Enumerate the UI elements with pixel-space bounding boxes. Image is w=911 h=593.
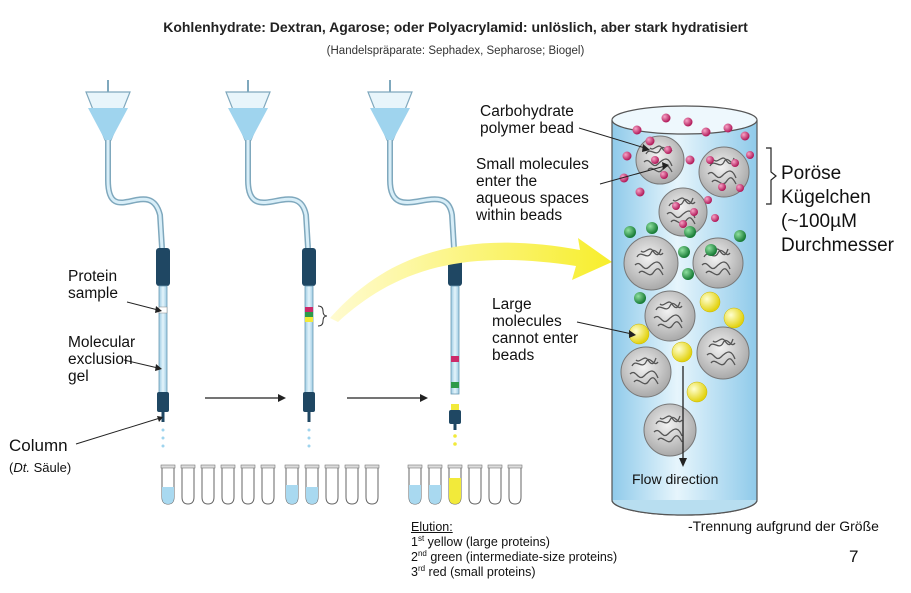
elution-heading: Elution: (411, 520, 453, 534)
tube-rack-2 (284, 464, 380, 505)
column-2 (225, 79, 328, 448)
pointer-arrowheads (155, 144, 669, 422)
label-large-molecules: Large molecules cannot enter beads (492, 296, 579, 364)
process-arrow-2 (347, 394, 428, 402)
large-molecules (628, 291, 745, 403)
column-1 (85, 79, 170, 448)
pointer-lines (75, 127, 666, 445)
tube-rack-3 (407, 464, 523, 505)
column-3 (367, 79, 462, 446)
page-number: 7 (849, 547, 859, 566)
small-molecules (619, 113, 754, 228)
elution-item: 3rd red (small proteins) (411, 563, 536, 579)
process-arrow-1 (205, 394, 286, 402)
page-title: Kohlenhydrate: Dextran, Agarose; oder Po… (163, 19, 748, 35)
label-carbohydrate-bead: Carbohydrate polymer bead (480, 103, 574, 137)
porous-beads (620, 135, 750, 457)
label-column: Column (9, 436, 68, 455)
elution-item: 2nd green (intermediate-size proteins) (411, 548, 618, 564)
separation-note: -Trennung aufgrund der Größe (688, 518, 879, 534)
tube-rack-1 (160, 464, 276, 505)
elution-list: Elution: 1st yellow (large proteins) 2nd… (411, 520, 617, 580)
page-subtitle: (Handelspräparate: Sephadex, Sepharose; … (326, 45, 585, 57)
label-protein-sample: Protein sample (68, 268, 118, 302)
elution-item: 1st yellow (large proteins) (411, 533, 550, 549)
bead-bracket (766, 147, 777, 205)
label-column-german: (Dt. Säule) (9, 460, 72, 475)
intermediate-molecules (624, 222, 746, 304)
side-note-porous-beads: Poröse Kügelchen (~100µM Durchmesser (781, 163, 894, 256)
label-flow-direction: Flow direction (632, 471, 719, 487)
label-small-molecules: Small molecules enter the aqueous spaces… (476, 156, 589, 224)
label-molecular-exclusion-gel: Molecular exclusion gel (68, 334, 136, 385)
zoom-arrow (330, 238, 612, 322)
flow-direction-arrow (679, 366, 687, 467)
